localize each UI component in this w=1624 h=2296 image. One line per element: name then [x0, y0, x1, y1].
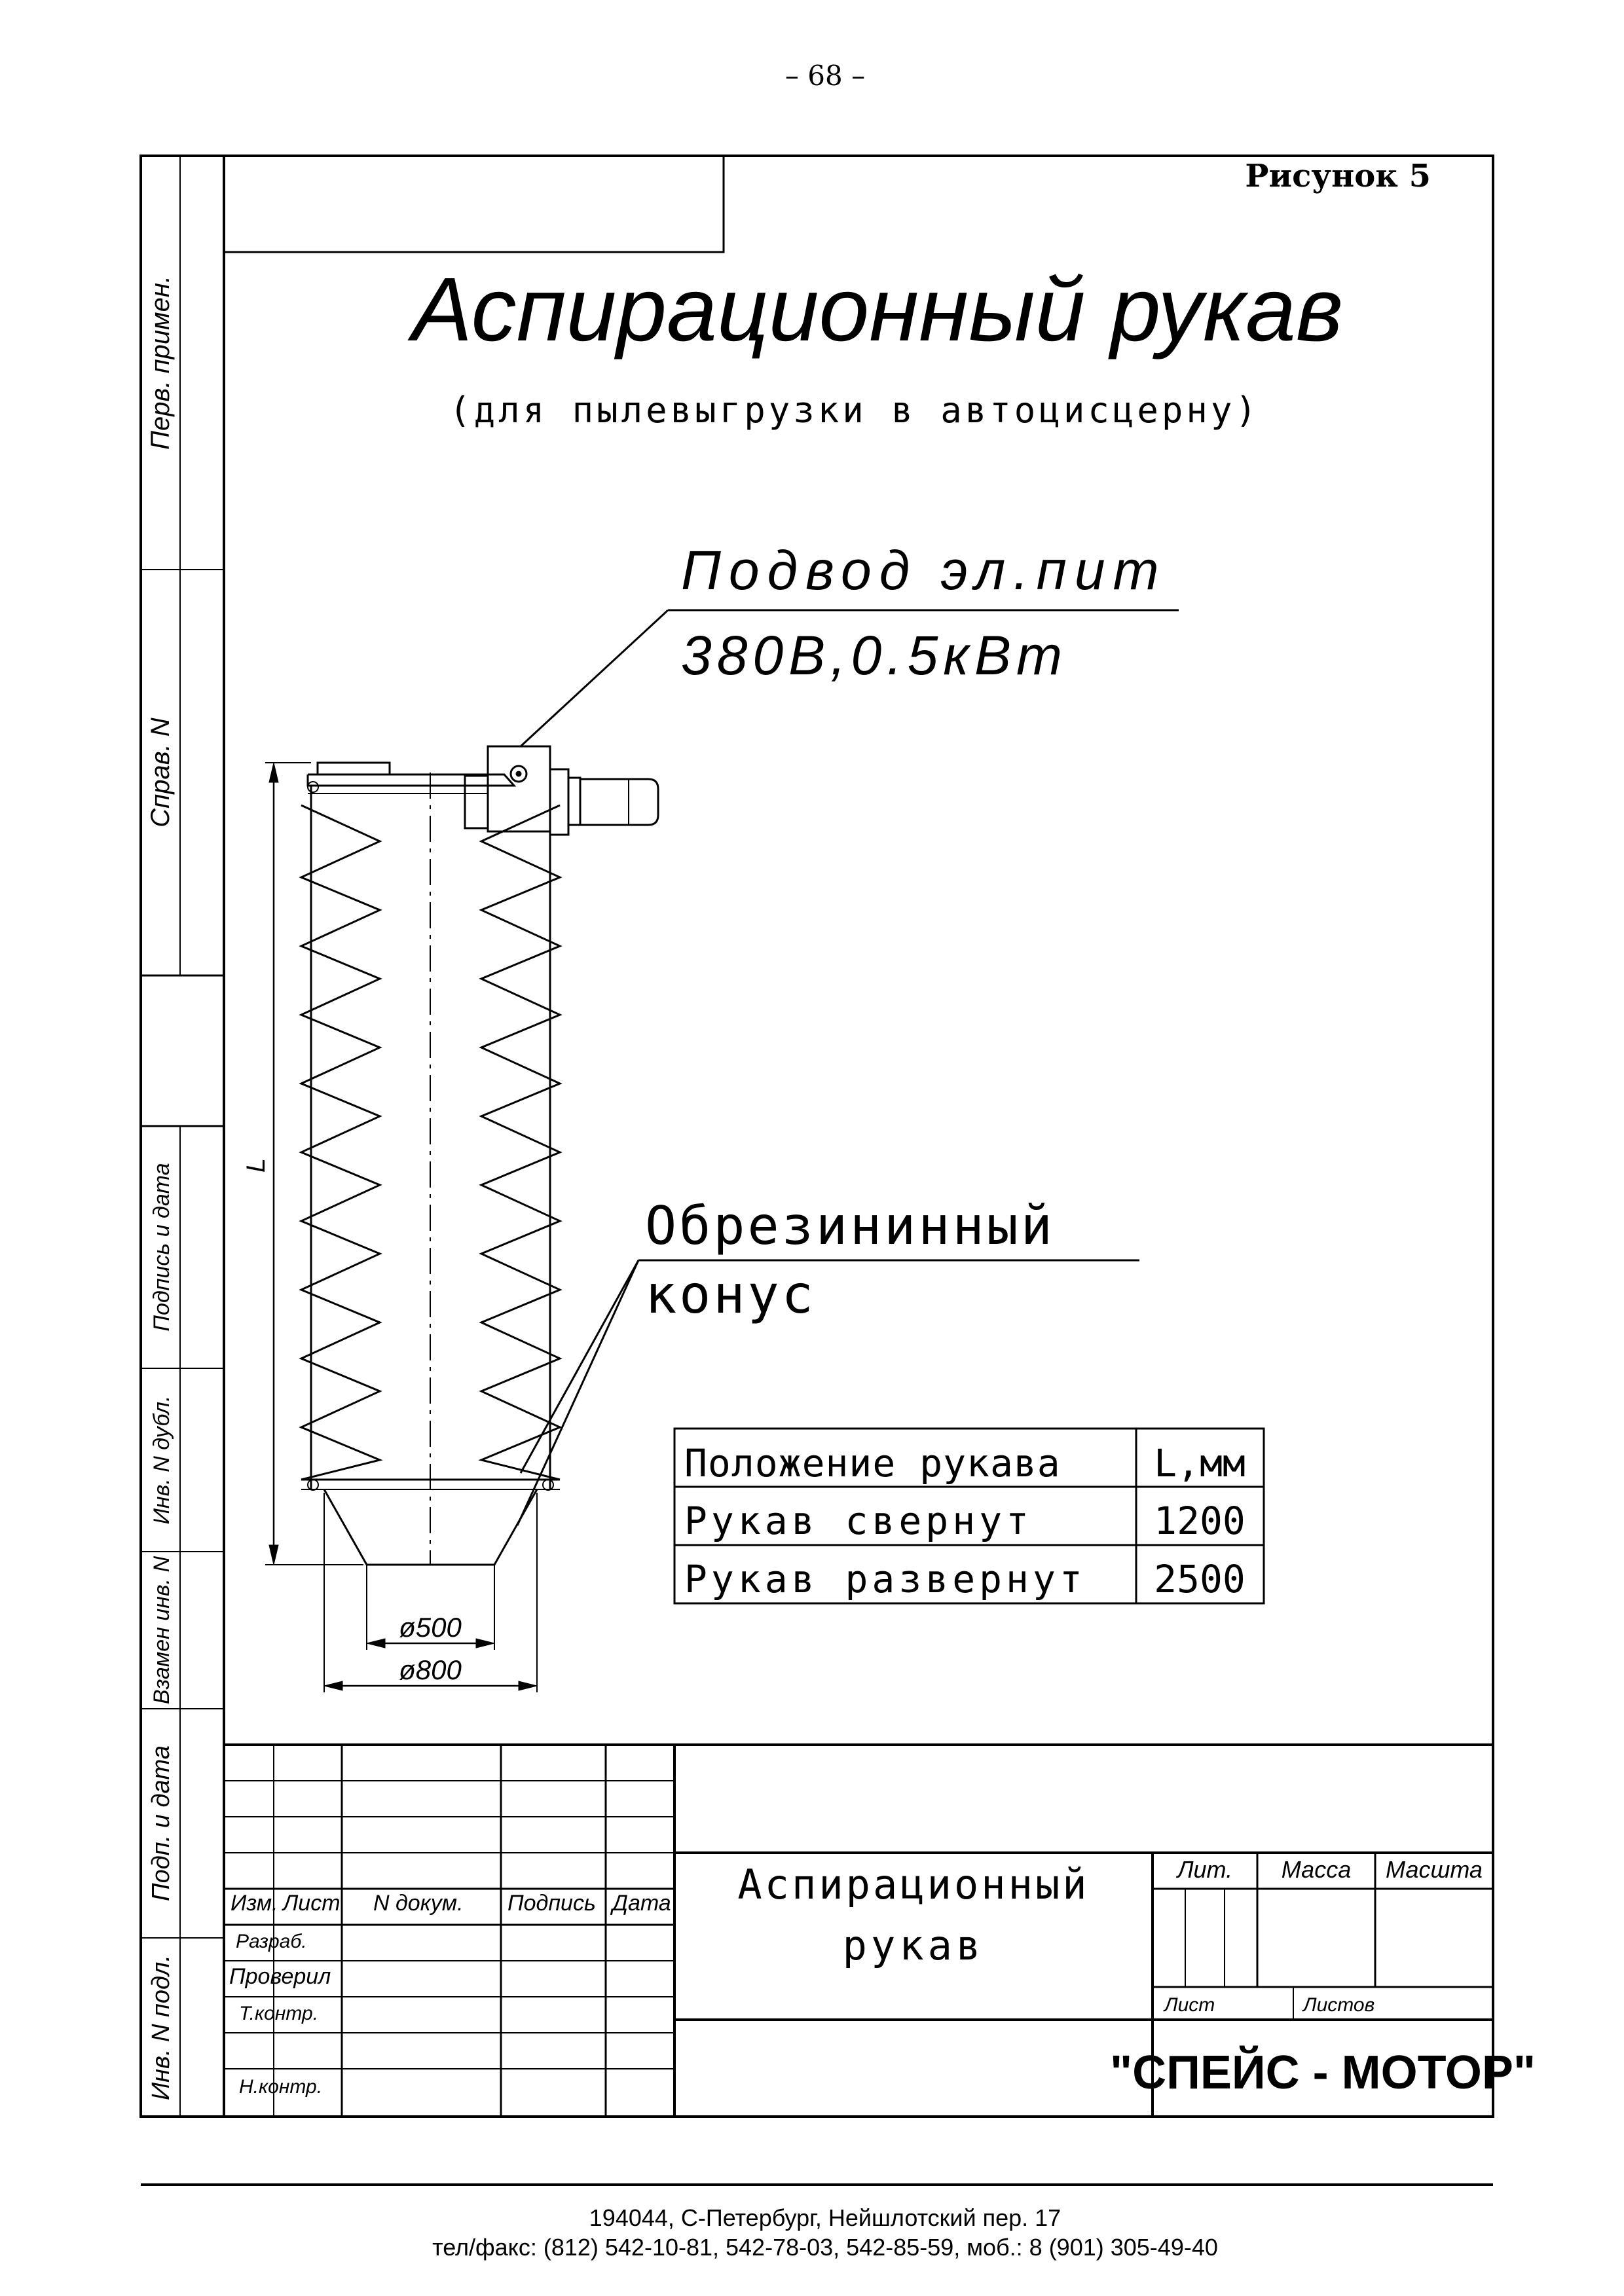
- tb-nkontr: Н.контр.: [239, 2076, 322, 2098]
- tb-col-data: Дата: [610, 1891, 671, 1916]
- spec-row-1-value: 1200: [1154, 1499, 1246, 1543]
- tb-massa: Масса: [1282, 1856, 1351, 1883]
- tb-list: Лист: [1163, 1994, 1215, 2016]
- spec-header-length: L,мм: [1154, 1441, 1246, 1485]
- cone-callout-line2: конус: [645, 1264, 816, 1325]
- tb-masshtab: Масшта: [1386, 1856, 1483, 1883]
- power-callout-line1: Подвод эл.пит: [681, 539, 1167, 601]
- side-labels: Перв. примен. Справ. N Подпись и дата Ин…: [146, 276, 175, 2100]
- tb-name-line1: Аспирационный: [737, 1861, 1089, 1908]
- power-callout-line2: 380В,0.5кВт: [681, 625, 1067, 686]
- side-label-sprav-n: Справ. N: [146, 718, 175, 827]
- footer-phones: тел/факс: (812) 542-10-81, 542-78-03, 54…: [432, 2234, 1218, 2261]
- title-block: Изм. Лист N докум. Подпись Дата Разраб. …: [224, 1743, 1536, 2117]
- tb-tkontr: Т.контр.: [239, 2003, 318, 2024]
- spec-table: Положение рукава L,мм Рукав свернут 1200…: [673, 1427, 1265, 1605]
- power-callout: Подвод эл.пит 380В,0.5кВт: [519, 539, 1179, 748]
- tb-company: "СПЕЙС - МОТОР": [1110, 2045, 1536, 2099]
- dimension-d800-label: ø800: [399, 1654, 462, 1685]
- spec-row-1-label: Рукав свернут: [684, 1499, 1033, 1543]
- dimension-L: L: [242, 762, 363, 1565]
- drawing-frame: [139, 155, 1494, 2118]
- side-label-podpis-data: Подпись и дата: [149, 1163, 174, 1331]
- side-label-inv-n-podl: Инв. N подл.: [147, 1955, 175, 2100]
- tb-col-ndokum: N докум.: [373, 1891, 464, 1916]
- cone-callout: Обрезининный конус: [516, 1195, 1139, 1526]
- dimension-L-label: L: [242, 1158, 270, 1173]
- drawing-subtitle: (для пылевыгрузки в автоцисцерну): [449, 390, 1260, 431]
- tb-lit: Лит.: [1176, 1856, 1232, 1883]
- spec-header-position: Положение рукава: [684, 1441, 1061, 1485]
- side-label-podp-i-data: Подп. и дата: [147, 1745, 175, 1901]
- footer-address: 194044, С-Петербург, Нейшлотский пер. 17: [589, 2204, 1061, 2231]
- page-number: – 68 –: [785, 60, 865, 92]
- tb-name-line2: рукав: [843, 1922, 985, 1969]
- tb-col-podpis: Подпись: [507, 1891, 596, 1916]
- dimension-diameters: ø500 ø800: [323, 1493, 538, 1692]
- side-label-inv-n-dubl: Инв. N дубл.: [149, 1396, 174, 1525]
- hose-drawing: [299, 745, 659, 1566]
- dimension-d500-label: ø500: [399, 1612, 462, 1643]
- figure-label: Рисунок 5: [1245, 158, 1431, 194]
- tb-listov: Листов: [1302, 1994, 1375, 2016]
- tb-col-izm: Изм.: [231, 1891, 278, 1916]
- tb-col-list: Лист: [282, 1891, 341, 1916]
- spec-row-2-label: Рукав развернут: [684, 1557, 1086, 1601]
- tb-proveril: Проверил: [229, 1964, 331, 1989]
- spec-row-2-value: 2500: [1154, 1557, 1246, 1601]
- cone-callout-line1: Обрезининный: [645, 1195, 1055, 1256]
- drawing-title: Аспирационный рукав: [407, 259, 1343, 360]
- tb-razrab: Разраб.: [236, 1931, 307, 1952]
- side-label-perv-primen: Перв. примен.: [146, 276, 175, 450]
- side-label-vzamen-inv-n: Взамен инв. N: [149, 1556, 174, 1704]
